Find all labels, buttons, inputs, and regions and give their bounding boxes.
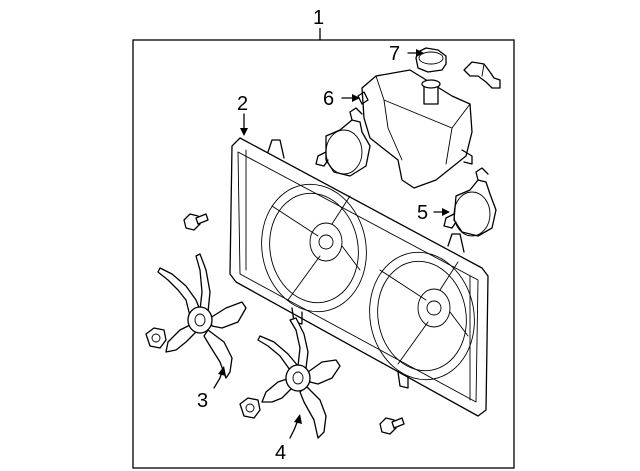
callout-3: 3: [197, 390, 208, 412]
overflow-hose: [463, 61, 501, 89]
fan-motor-right: [443, 167, 497, 237]
bolt-top: [183, 213, 209, 231]
diagram-border: [132, 39, 515, 469]
bolt-bottom: [379, 417, 405, 435]
reservoir-tank: [357, 69, 473, 189]
callout-2: 2: [237, 93, 248, 115]
callout-5: 5: [417, 202, 428, 224]
fan-shroud: [229, 137, 489, 417]
callout-6: 6: [323, 88, 334, 110]
callout-7: 7: [389, 43, 400, 65]
hex-nut-bottom: [239, 397, 261, 419]
fan-blade-left: [157, 253, 247, 379]
hex-nut-left: [145, 327, 167, 349]
fan-motor-left: [315, 107, 371, 177]
callout-leaders: [213, 49, 450, 439]
reservoir-cap: [415, 47, 447, 73]
callout-1: 1: [313, 7, 324, 29]
fan-blade-right: [257, 317, 341, 439]
callout-4: 4: [275, 442, 286, 464]
